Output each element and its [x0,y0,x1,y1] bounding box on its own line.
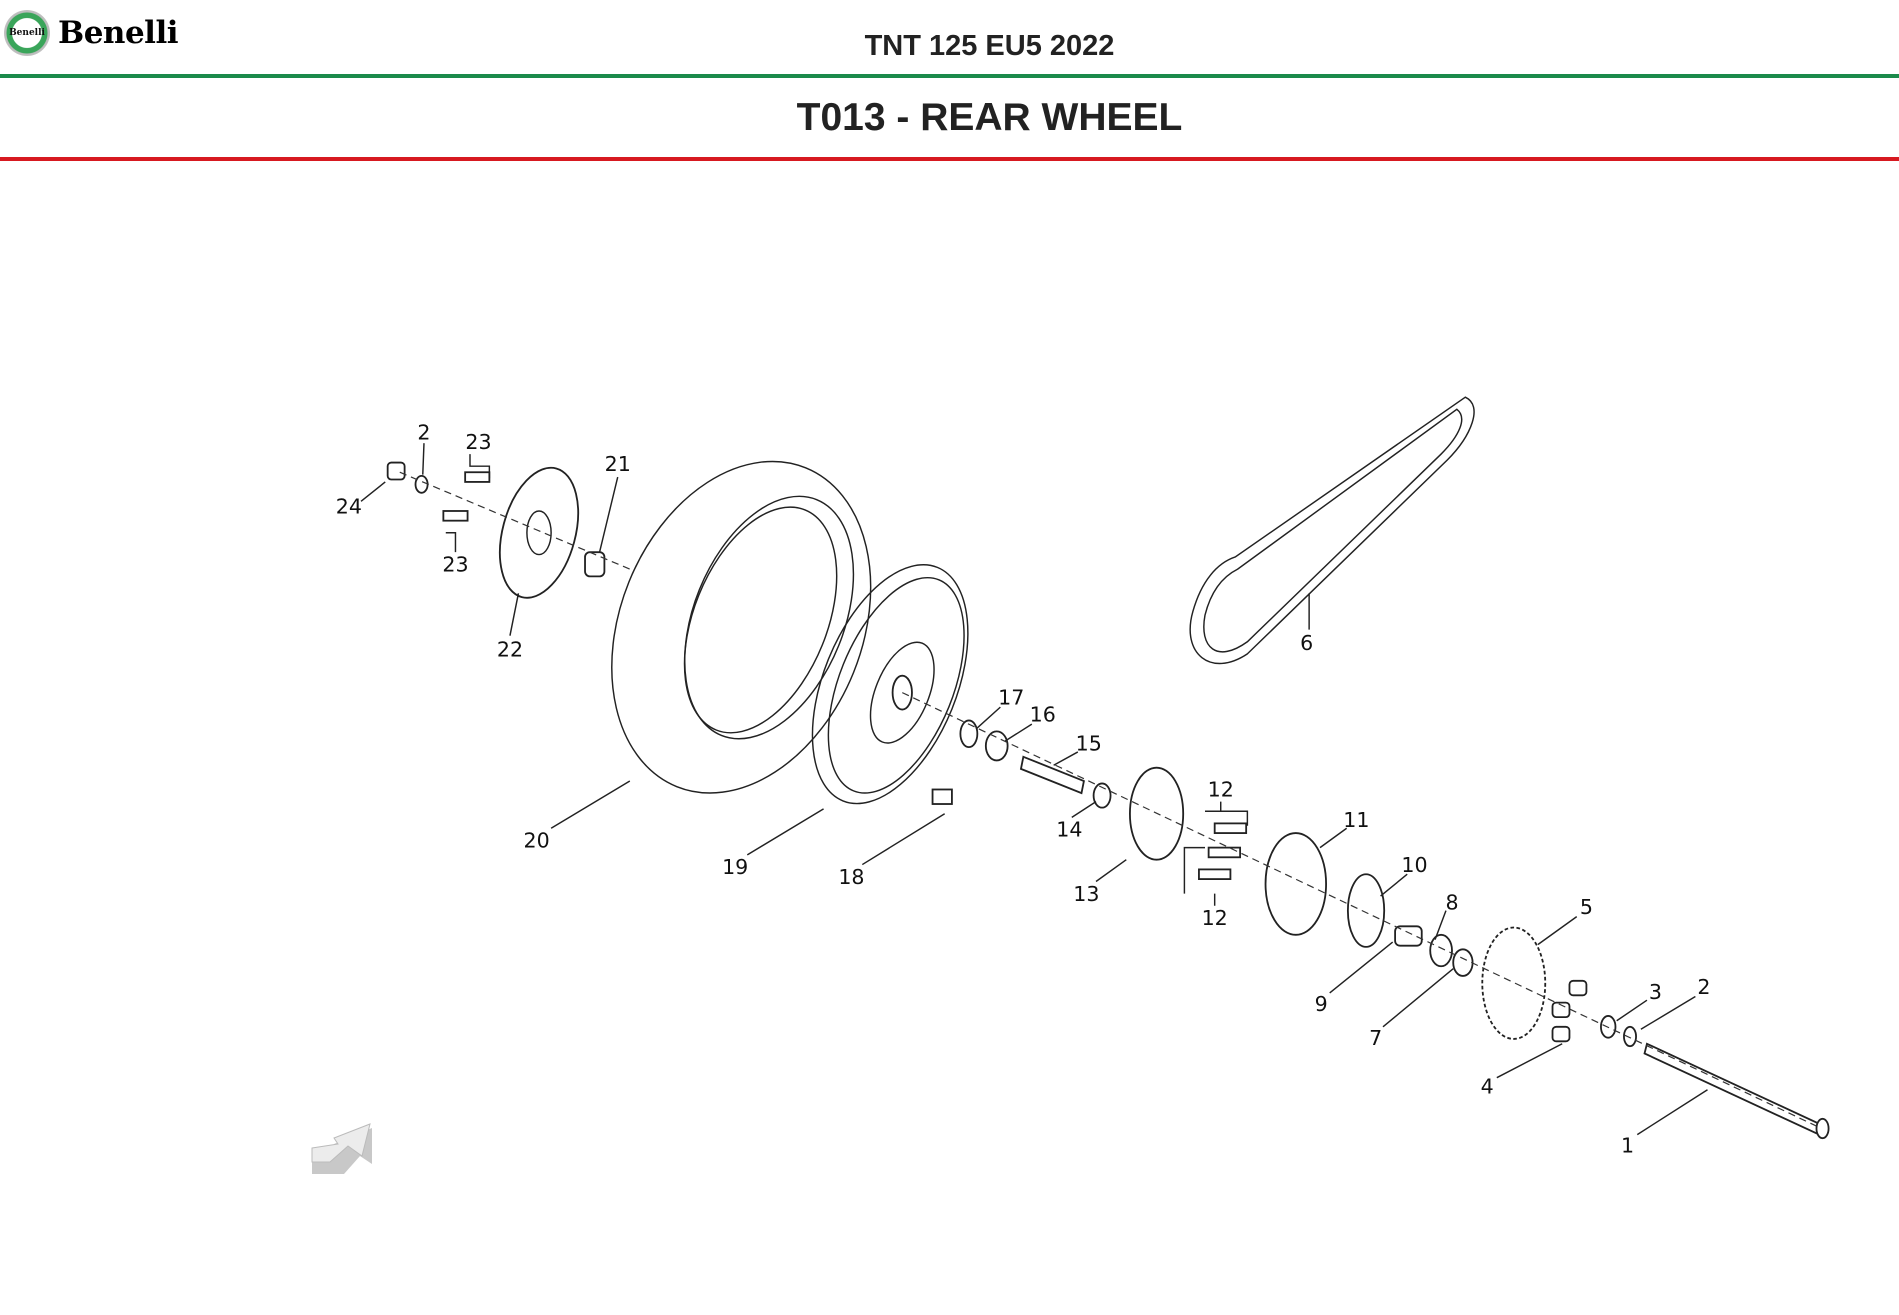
callout-16: 16 [1030,703,1056,727]
callout-20: 20 [524,829,550,853]
callout-7: 7 [1369,1026,1382,1050]
model-title: TNT 125 EU5 2022 [864,30,1115,62]
callout-labels: 24 2 23 23 21 22 20 19 18 17 16 15 14 13… [336,421,1711,1158]
small-parts [386,461,1830,1140]
tire [611,460,872,794]
arrow-up-left-icon[interactable] [308,1118,380,1180]
green-divider [0,74,1899,78]
callout-11: 11 [1343,808,1369,832]
badge-text: Benelli [9,28,45,38]
callout-18: 18 [838,865,864,889]
callout-23: 23 [465,430,491,454]
rim [811,564,969,805]
callout-8: 8 [1445,890,1458,914]
callout-10: 10 [1401,853,1427,877]
callout-17: 17 [998,686,1024,710]
callout-4: 4 [1481,1074,1494,1098]
benelli-badge-icon: Benelli [4,10,50,56]
callout-24: 24 [336,494,362,518]
callout-19: 19 [722,855,748,879]
callout-3: 3 [1649,980,1662,1004]
callout-22: 22 [497,637,523,661]
section-title: T013 - REAR WHEEL [796,96,1183,139]
callout-21: 21 [605,452,631,476]
red-divider [0,157,1899,161]
callout-9: 9 [1315,992,1328,1016]
callout-12: 12 [1202,906,1228,930]
callout-12: 12 [1208,778,1234,802]
callout-14: 14 [1056,818,1082,842]
brand-logo: Benelli Benelli [4,10,179,56]
callout-6: 6 [1300,631,1313,655]
callout-2: 2 [1697,975,1710,999]
brand-name: Benelli [58,15,179,51]
callout-2: 2 [417,421,430,445]
drive-belt [1189,396,1475,665]
brake-disc [499,466,580,599]
callout-15: 15 [1076,732,1102,756]
callout-13: 13 [1073,882,1099,906]
callout-1: 1 [1621,1134,1634,1158]
callout-23: 23 [442,553,468,577]
callout-5: 5 [1580,895,1593,919]
